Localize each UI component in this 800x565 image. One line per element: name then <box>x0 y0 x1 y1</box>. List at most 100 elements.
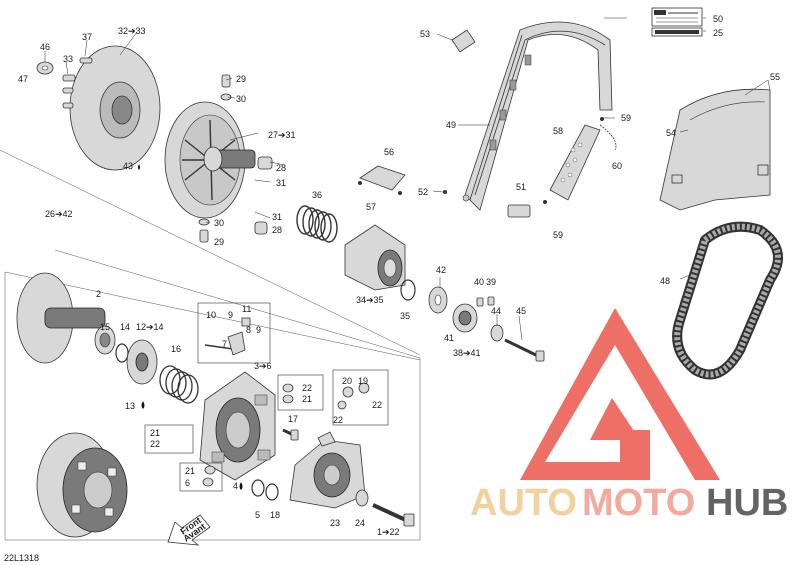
callout: 47 <box>18 74 28 84</box>
callout: 18 <box>270 510 280 520</box>
watermark-moto: MOTO <box>582 482 695 524</box>
spring-16 <box>159 365 199 404</box>
callout: 31 <box>272 212 282 222</box>
callout: 10 <box>206 310 216 320</box>
callout: 43 <box>123 161 133 171</box>
rollers-and-bolts <box>198 74 273 243</box>
movable-sheave-3 <box>199 371 276 481</box>
callout: 8 <box>246 325 251 335</box>
callout: 48 <box>660 276 670 286</box>
bracket-56 <box>358 165 406 195</box>
cam-12 <box>126 339 158 385</box>
rings-14 <box>115 343 129 363</box>
callout: 17 <box>288 414 298 424</box>
front-direction-arrow: Front Avant <box>167 514 211 546</box>
callout: 22 <box>372 400 382 410</box>
watermark-hub: HUB <box>706 482 788 524</box>
callout: 19 <box>358 376 368 386</box>
callout: 22 <box>333 415 343 425</box>
callout: 29 <box>236 74 246 84</box>
callout: 13 <box>125 401 135 411</box>
callout: 2 <box>96 289 101 299</box>
spider-18 <box>289 431 366 509</box>
callout: 37 <box>82 32 92 42</box>
bolt-24 <box>372 503 415 527</box>
callout: 45 <box>516 306 526 316</box>
callout: 57 <box>366 202 376 212</box>
bolt-17 <box>282 428 299 441</box>
callout-labels: 32➔33 37 46 33 47 29 30 27➔31 28 31 43 2… <box>18 14 780 537</box>
callout: 35 <box>400 311 410 321</box>
callout: 55 <box>770 72 780 82</box>
callout: 44 <box>491 306 501 316</box>
callout: 9 <box>228 310 233 320</box>
callout: 34➔35 <box>356 295 384 305</box>
spider-cover-34 <box>344 224 406 291</box>
callout: 52 <box>418 187 428 197</box>
callout: 15 <box>100 322 110 332</box>
callout: 50 <box>713 14 723 24</box>
callout: 60 <box>612 161 622 171</box>
callout: 6 <box>185 478 190 488</box>
callout: 28 <box>276 163 286 173</box>
callout: 26➔42 <box>45 209 73 219</box>
callout: 30 <box>236 94 246 104</box>
lever-detail-box <box>197 302 271 364</box>
box-19-22 <box>332 369 389 426</box>
pads-21-22-top <box>282 383 294 404</box>
callout: 14 <box>120 322 130 332</box>
washer-23 <box>355 489 369 507</box>
callout: 59 <box>553 230 563 240</box>
callout: 11 <box>242 304 251 314</box>
callout: 21 <box>185 466 195 476</box>
callout: 41 <box>444 333 454 343</box>
watermark-text: AUTO MOTO HUB <box>470 482 788 524</box>
callout: 22 <box>302 383 312 393</box>
box-21-22-low <box>179 462 223 492</box>
callout: 3➔6 <box>254 361 272 371</box>
callout: 54 <box>666 128 676 138</box>
callout: 24 <box>355 518 365 528</box>
callout: 29 <box>214 237 224 247</box>
callout: 23 <box>330 518 340 528</box>
callout: 32➔33 <box>118 26 146 36</box>
assembled-driven-pulley <box>36 432 128 538</box>
driven-fixed-sheave <box>16 272 116 364</box>
callout: 33 <box>63 54 73 64</box>
drive-belt-48 <box>672 221 783 380</box>
warning-labels <box>651 7 703 37</box>
callout: 53 <box>420 29 430 39</box>
callout: 39 <box>486 277 496 287</box>
callout: 42 <box>436 265 446 275</box>
callout: 49 <box>446 120 456 130</box>
callout: 12➔14 <box>136 322 164 332</box>
watermark-logo <box>520 308 720 480</box>
leader-lines <box>44 17 771 341</box>
logo-mark <box>520 308 720 480</box>
callout: 4 <box>233 481 238 491</box>
belt-guard-49 <box>443 21 613 218</box>
lever-assembly-7 <box>204 317 251 356</box>
callout: 31 <box>276 178 286 188</box>
callout: 5 <box>255 510 260 520</box>
washer-42 <box>428 286 448 314</box>
callout: 20 <box>342 376 352 386</box>
washers-upper-left <box>36 57 93 109</box>
callout: 27➔31 <box>268 130 296 140</box>
clip-53 <box>451 29 476 53</box>
callout: 1➔22 <box>377 527 400 537</box>
box-21-22-top <box>277 374 324 411</box>
moving-sheave-spider <box>164 101 256 219</box>
callout: 9 <box>256 325 261 335</box>
callout: 40 <box>474 277 484 287</box>
callout: 38➔41 <box>453 348 481 358</box>
callout: 51 <box>516 182 526 192</box>
callout: 7 <box>222 339 227 349</box>
callout: 21 <box>150 428 160 438</box>
box-21-22-mid <box>144 424 194 454</box>
ring-35 <box>400 279 416 301</box>
fixed-sheave-upper <box>69 45 161 171</box>
callout: 46 <box>40 42 50 52</box>
